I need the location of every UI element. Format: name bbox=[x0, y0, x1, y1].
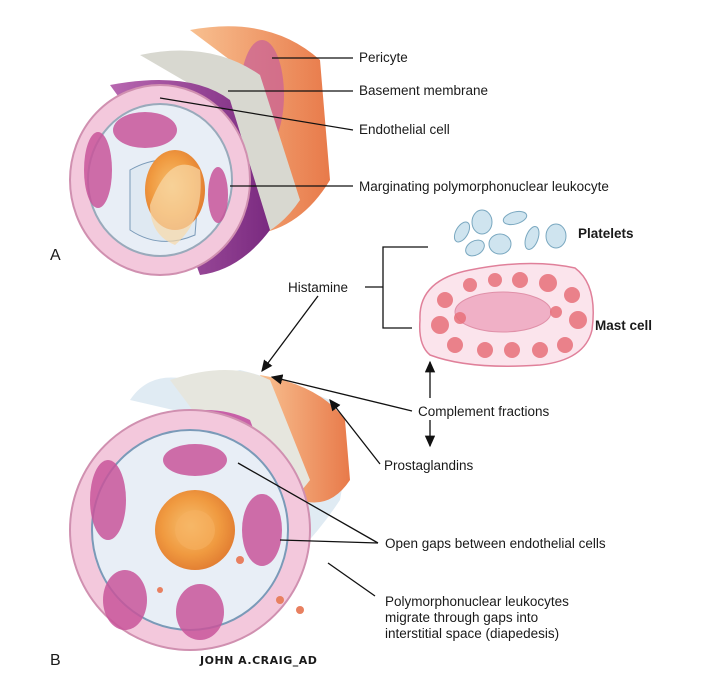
label-mast-cell: Mast cell bbox=[595, 318, 653, 333]
label-open-gaps: Open gaps between endothelial cells bbox=[385, 536, 606, 551]
panel-a-leaders bbox=[159, 57, 354, 187]
label-pericyte: Pericyte bbox=[359, 50, 408, 65]
panel-label-a: A bbox=[50, 247, 61, 264]
panel-b-arrows bbox=[237, 295, 436, 597]
label-basement-membrane: Basement membrane bbox=[359, 83, 489, 98]
platelets-illustration bbox=[453, 209, 567, 257]
mast-cell-granules bbox=[431, 272, 587, 358]
label-prostaglandins: Prostaglandins bbox=[384, 458, 474, 473]
label-diapedesis-line-2: migrate through gaps into bbox=[385, 610, 539, 625]
label-histamine: Histamine bbox=[288, 280, 349, 295]
panel-label-b: B bbox=[50, 652, 61, 669]
label-platelets: Platelets bbox=[578, 226, 634, 241]
artist-signature: JOHN A.CRAIG_AD bbox=[200, 654, 318, 667]
label-marginating-pmn: Marginating polymorphonuclear leukocyte bbox=[359, 179, 609, 194]
label-diapedesis-line-1: Polymorphonuclear leukocytes bbox=[385, 594, 569, 609]
label-diapedesis-line-3: interstitial space (diapedesis) bbox=[385, 626, 560, 641]
histamine-bracket bbox=[365, 246, 428, 329]
label-complement-fractions: Complement fractions bbox=[418, 404, 550, 419]
vessel-a-illustration bbox=[69, 26, 330, 276]
mast-cell-illustration bbox=[418, 262, 594, 367]
label-endothelial-cell: Endothelial cell bbox=[359, 122, 450, 137]
vessel-b-illustration bbox=[69, 370, 350, 651]
